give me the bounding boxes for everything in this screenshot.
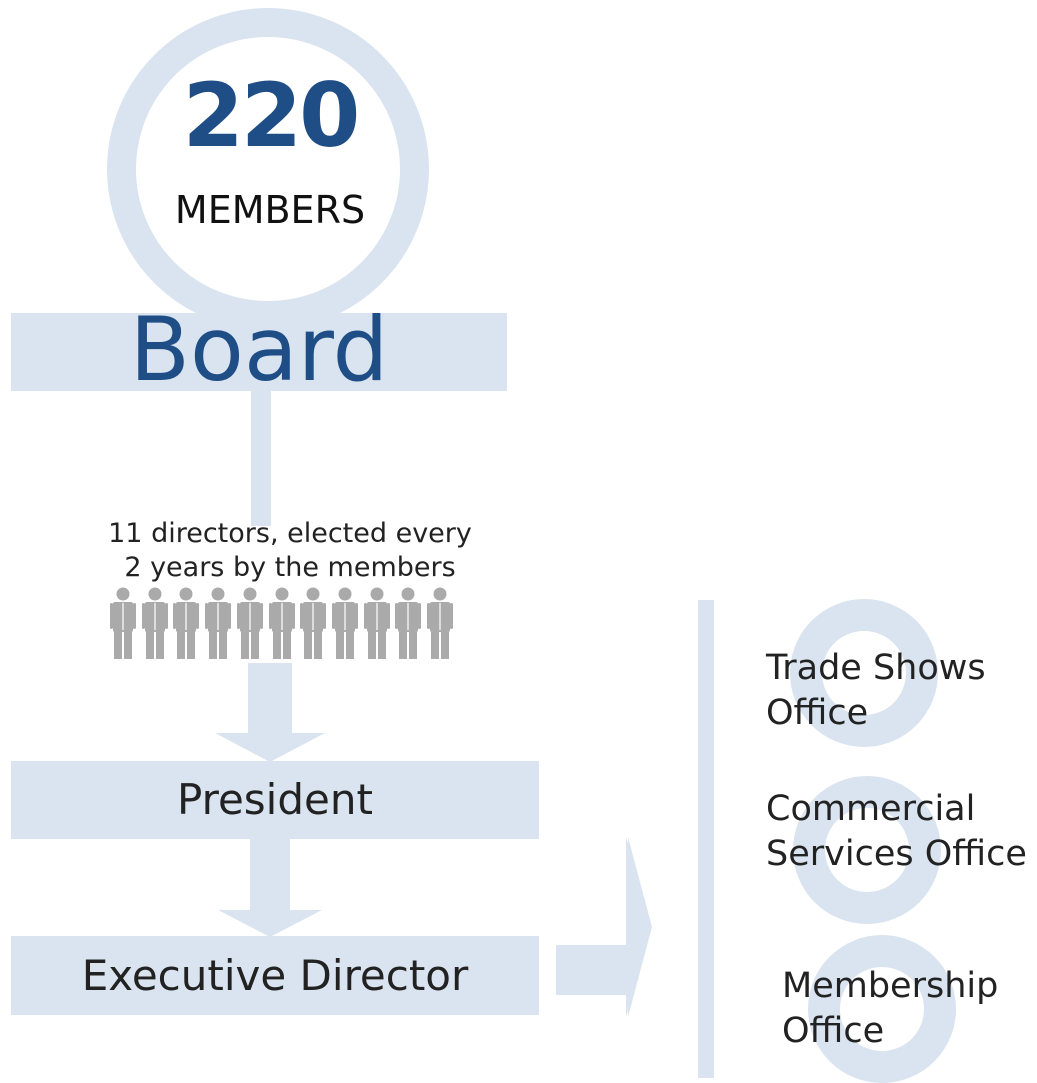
person-icon bbox=[110, 587, 136, 659]
office-item-commercial-services: Commercial Services Office bbox=[766, 787, 1027, 877]
directors-note-line1: 11 directors, elected every bbox=[108, 518, 472, 549]
office-item-membership: Membership Office bbox=[782, 964, 998, 1054]
person-icon bbox=[205, 587, 232, 659]
president-box: President bbox=[11, 761, 539, 839]
members-label: MEMBERS bbox=[174, 188, 366, 232]
executive-director-box: Executive Director bbox=[11, 936, 539, 1015]
office-membership-line1: Membership bbox=[782, 966, 999, 1006]
directors-note-line2: 2 years by the members bbox=[124, 552, 456, 583]
person-icon bbox=[363, 587, 390, 659]
executive-director-label: Executive Director bbox=[81, 950, 469, 1000]
office-trade-shows-line1: Trade Shows bbox=[766, 648, 986, 688]
president-label: President bbox=[177, 775, 373, 824]
board-box: Board bbox=[11, 306, 507, 394]
arrow-to-president bbox=[215, 663, 325, 762]
person-icon bbox=[268, 587, 295, 659]
offices-divider bbox=[698, 600, 714, 1078]
members-count: 220 bbox=[182, 64, 361, 167]
directors-note: 11 directors, elected every 2 years by t… bbox=[70, 517, 510, 585]
office-trade-shows-line2: Office bbox=[766, 693, 869, 733]
office-membership-line2: Office bbox=[782, 1011, 885, 1051]
person-icon bbox=[331, 587, 358, 659]
person-icon bbox=[141, 587, 168, 659]
person-icon bbox=[236, 587, 263, 659]
person-icon bbox=[173, 587, 200, 659]
office-item-trade-shows: Trade Shows Office bbox=[766, 646, 986, 736]
office-commercial-services-line1: Commercial bbox=[766, 789, 976, 829]
board-label: Board bbox=[129, 298, 389, 401]
arrow-to-offices-body bbox=[556, 837, 652, 1017]
board-connector bbox=[251, 391, 271, 526]
person-icon bbox=[395, 587, 422, 659]
directors-people bbox=[110, 587, 460, 659]
members-circle bbox=[107, 8, 429, 330]
arrow-to-executive-director bbox=[218, 839, 322, 937]
person-icon bbox=[427, 587, 453, 659]
person-icon bbox=[300, 587, 327, 659]
office-commercial-services-line2: Services Office bbox=[766, 834, 1027, 874]
